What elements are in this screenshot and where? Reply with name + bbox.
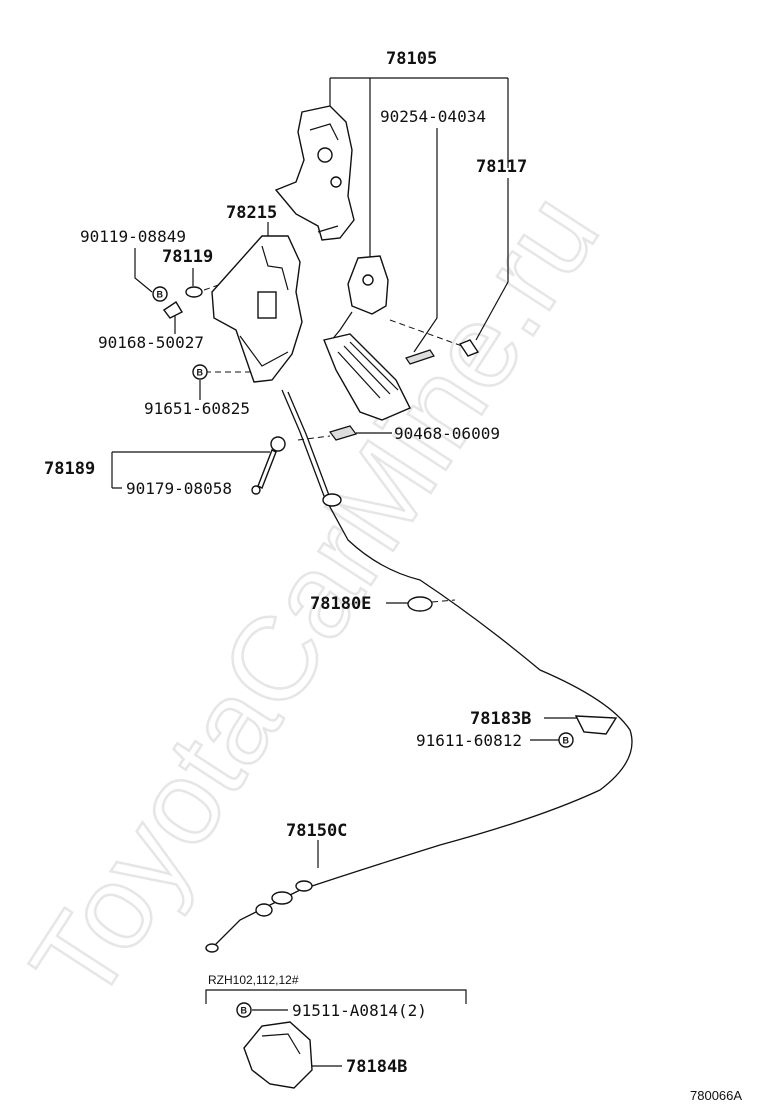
bracket-78184B-illustration: B [236, 1002, 313, 1089]
clip-90468-illustration [329, 425, 357, 441]
badge-b-91651: B [192, 364, 208, 380]
pin-90254-illustration [405, 349, 435, 365]
label-78189: 78189 [44, 459, 95, 479]
stopper-78117-illustration [458, 339, 480, 357]
label-91651-60825: 91651-60825 [144, 399, 250, 418]
washer-78119-illustration [185, 286, 203, 298]
leader-variant [205, 989, 467, 1004]
label-78117: 78117 [476, 157, 527, 177]
label-78184B: 78184B [346, 1057, 407, 1077]
leader-78189 [111, 451, 270, 489]
diagram-code: 780066A [690, 1088, 742, 1103]
bracket-78105-illustration [274, 105, 355, 241]
svg-text:B: B [197, 368, 204, 378]
leader-78117 [475, 178, 509, 341]
bolt-78189-illustration [251, 436, 286, 495]
label-90179-08058: 90179-08058 [126, 479, 232, 498]
svg-text:B: B [157, 290, 164, 300]
leader-90254 [413, 128, 438, 353]
clip-90168-illustration [162, 301, 183, 319]
leader-78105 [329, 77, 509, 258]
accelerator-pedal-illustration [323, 255, 411, 421]
housing-78215-illustration [211, 235, 303, 383]
label-90168-50027: 90168-50027 [98, 333, 204, 352]
label-78183B: 78183B [470, 709, 531, 729]
label-78105: 78105 [386, 49, 437, 69]
label-78215: 78215 [226, 203, 277, 223]
leader-90119 [134, 248, 153, 293]
label-variant-note: RZH102,112,12# [208, 973, 299, 987]
assembly-line-grommet [431, 599, 456, 603]
accelerator-cable [209, 389, 633, 951]
label-90468-06009: 90468-06009 [394, 424, 500, 443]
svg-text:B: B [241, 1006, 248, 1016]
svg-text:B: B [563, 736, 570, 746]
cable-end-fitting [322, 493, 342, 507]
label-90254-04034: 90254-04034 [380, 107, 486, 126]
label-78150C: 78150C [286, 821, 347, 841]
assembly-line-pedal [389, 319, 463, 347]
label-78119: 78119 [162, 247, 213, 267]
bracket-78183B-illustration: B [558, 715, 618, 748]
label-91511-A0814: 91511-A0814(2) [292, 1001, 427, 1020]
grommet-78180E-illustration [407, 596, 433, 612]
cable-end-78150C-illustration [205, 880, 313, 953]
badge-b-90119: B [152, 286, 168, 302]
label-78180E: 78180E [310, 594, 371, 614]
label-91611-60812: 91611-60812 [416, 731, 522, 750]
label-90119-08849: 90119-08849 [80, 227, 186, 246]
